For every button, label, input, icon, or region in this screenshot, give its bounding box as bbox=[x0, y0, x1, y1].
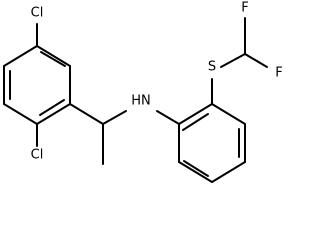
bond bbox=[178, 103, 213, 125]
bond bbox=[178, 161, 213, 183]
nh-label: HN bbox=[131, 94, 151, 109]
dichlorophenyl-ring bbox=[3, 45, 71, 125]
chemical-structure-canvas: Cl Cl HN S F F bbox=[3, 0, 283, 183]
molecule-diagram: Cl Cl HN S F F bbox=[3, 1, 283, 183]
bond bbox=[211, 103, 246, 125]
bond-n-to-aryl bbox=[156, 110, 180, 125]
bond-ch-to-n bbox=[102, 110, 127, 125]
bond bbox=[3, 103, 38, 125]
aromatic-double-bond bbox=[182, 113, 209, 131]
bond bbox=[36, 103, 71, 125]
sulfur-label: S bbox=[208, 60, 216, 75]
bond bbox=[36, 45, 71, 67]
chlorine-bottom-label: Cl bbox=[31, 148, 44, 163]
aromatic-double-bond bbox=[39, 99, 65, 116]
difluoromethylthio-phenyl-ring bbox=[178, 103, 246, 183]
bond bbox=[3, 45, 38, 67]
aromatic-double-bond bbox=[183, 160, 209, 177]
chlorine-top-label: Cl bbox=[31, 6, 44, 21]
fluorine-right-label: F bbox=[275, 66, 282, 81]
bond bbox=[211, 161, 246, 183]
aromatic-double-bond bbox=[40, 51, 66, 67]
fluorine-left-label: F bbox=[241, 1, 248, 16]
bond-s-to-carbon bbox=[220, 53, 246, 68]
bond-ring-to-ch bbox=[69, 103, 104, 125]
bond-carbon-to-right-f bbox=[244, 53, 268, 68]
